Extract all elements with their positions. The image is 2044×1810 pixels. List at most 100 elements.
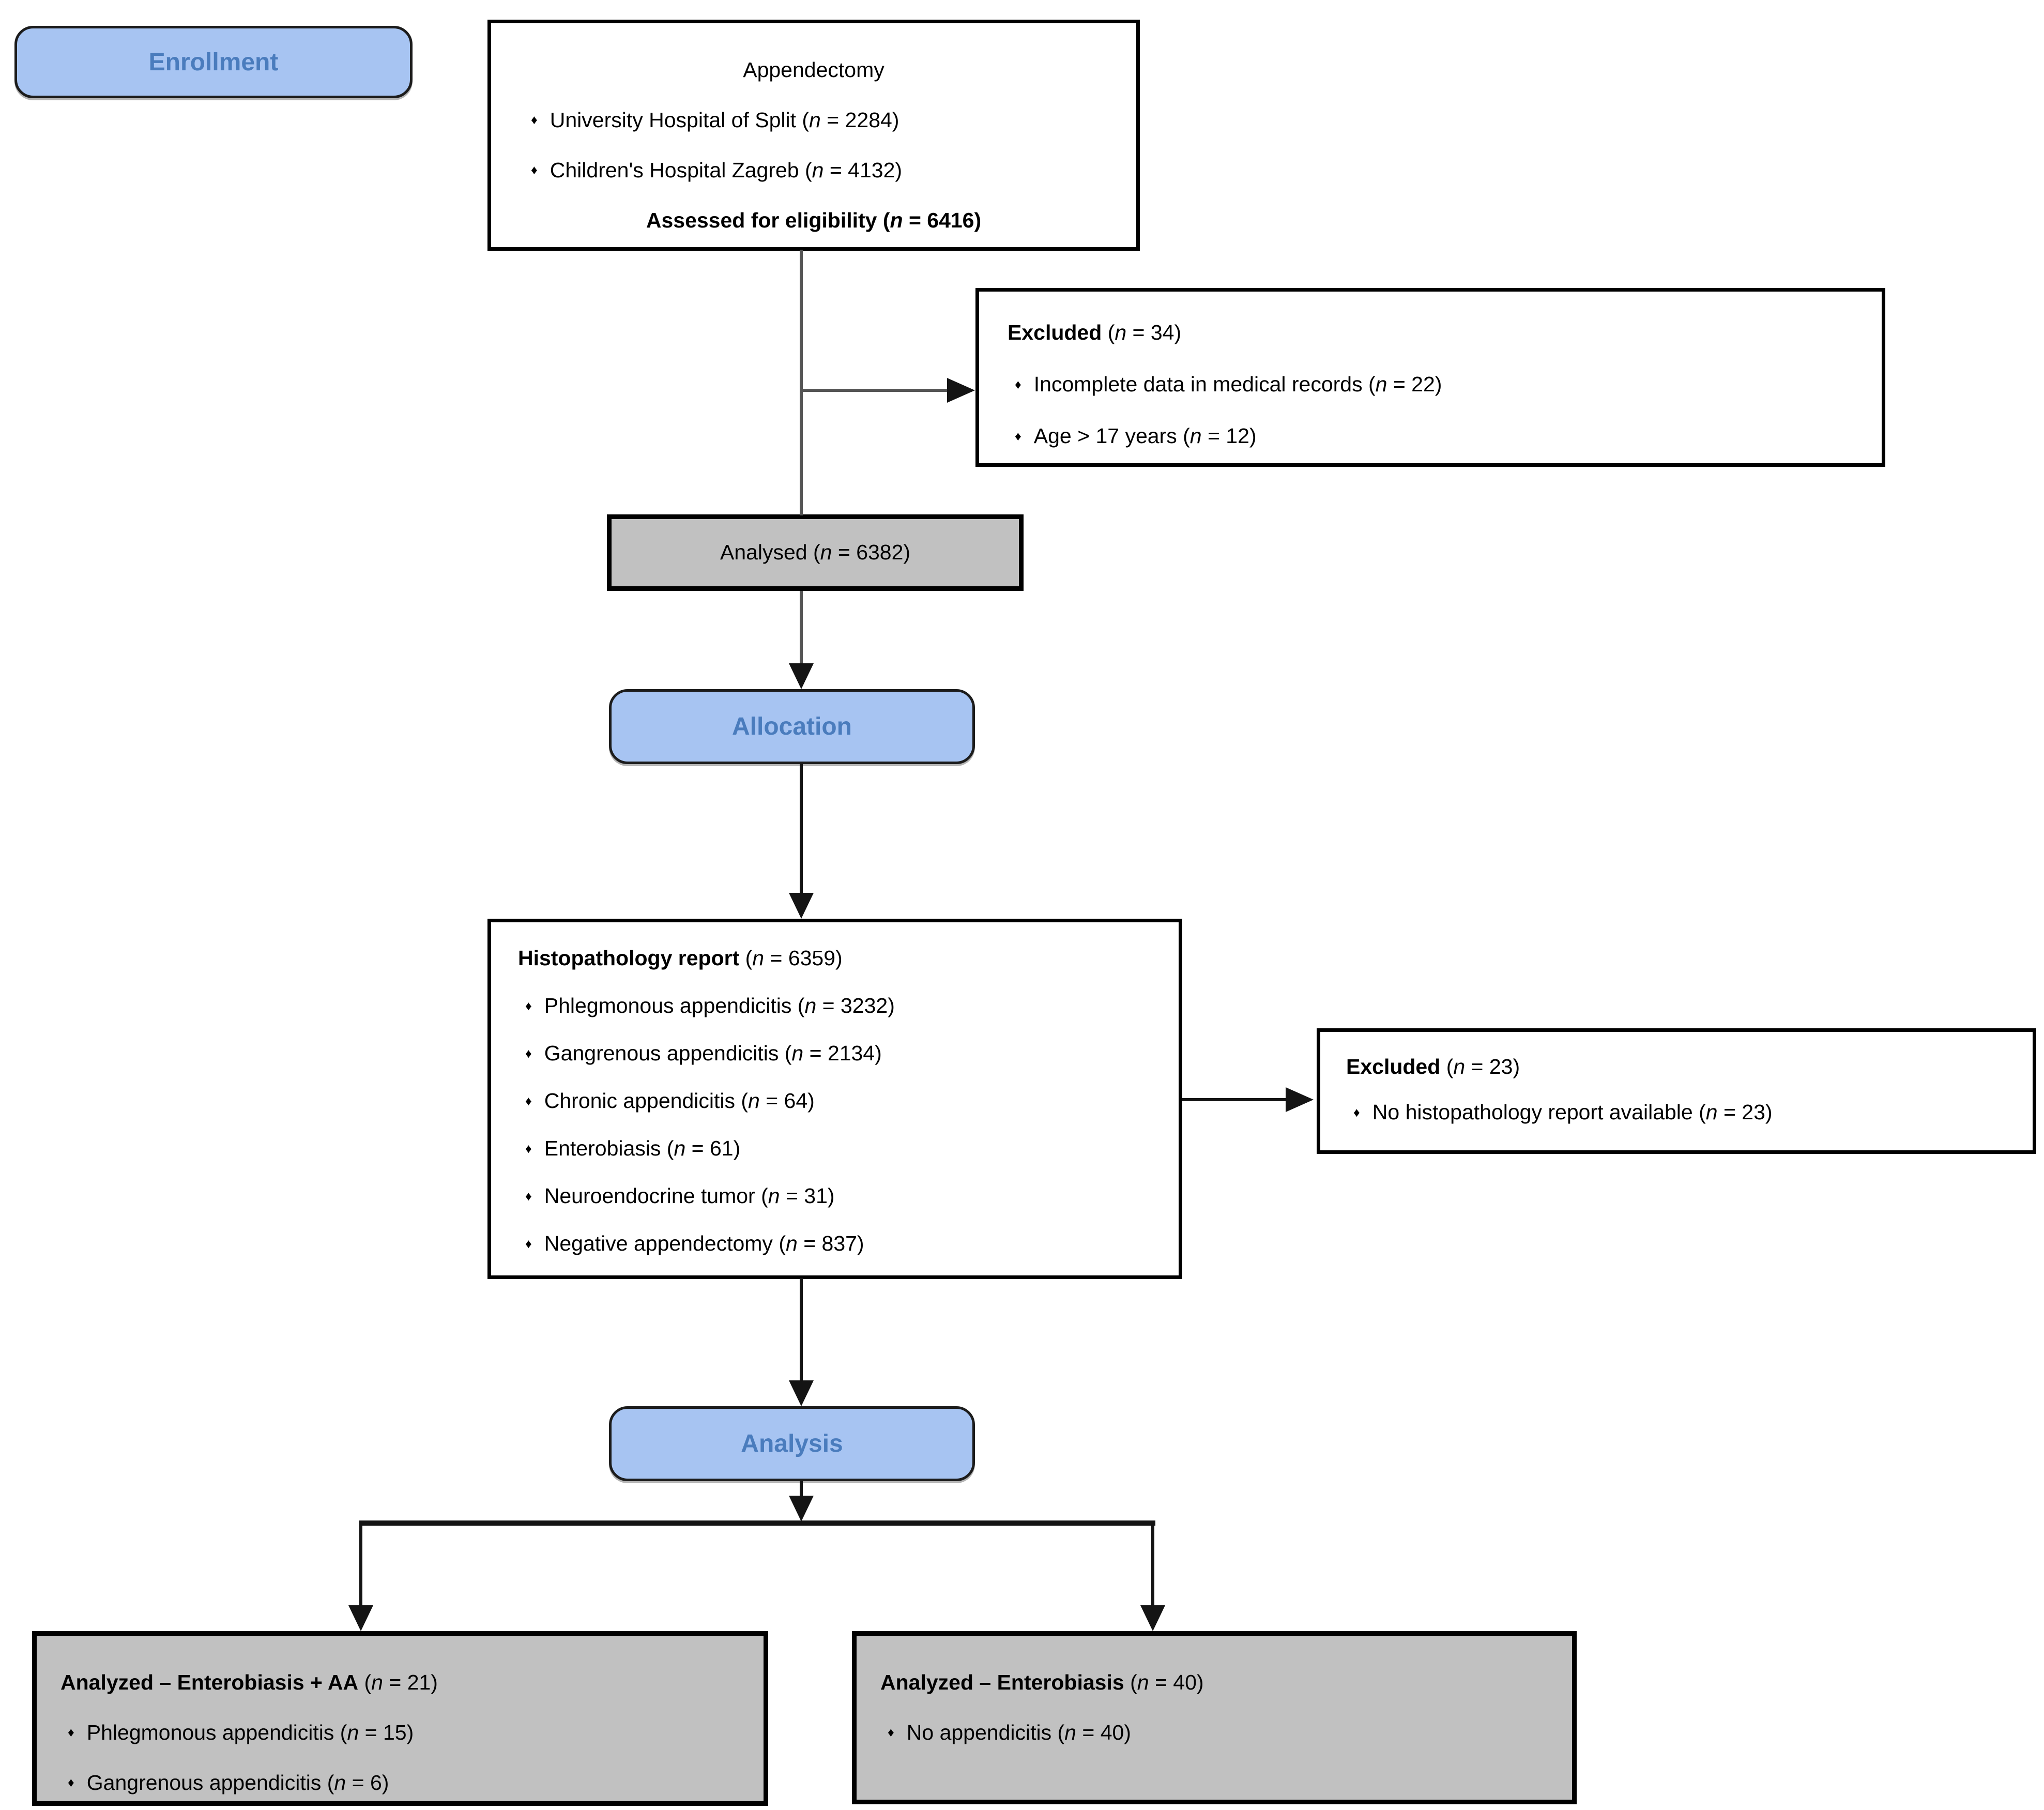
analyzed-enterobiasis-aa-box: Analyzed – Enterobiasis + AA (n = 21) ♦ … — [32, 1631, 768, 1806]
bullet-text: Gangrenous appendicitis (n = 6) — [86, 1770, 389, 1794]
box-title-bold: Analyzed – Enterobiasis — [880, 1670, 1124, 1694]
bullet-list: ♦ University Hospital of Split (n = 2284… — [504, 95, 1123, 195]
box-title-text: Appendectomy — [743, 57, 884, 82]
bullet-list: ♦ Incomplete data in medical records (n … — [1008, 359, 1871, 462]
bullet-text: University Hospital of Split (n = 2284) — [550, 108, 899, 132]
bullet-text: Negative appendectomy (n = 837) — [544, 1231, 864, 1256]
arrowhead-down-icon — [1140, 1605, 1165, 1631]
box-title-bold: Histopathology report — [518, 946, 740, 970]
arrowhead-right-icon — [1286, 1087, 1314, 1112]
analysed-box: Analysed (n = 6382) — [607, 514, 1024, 591]
arrowhead-down-icon — [789, 893, 814, 919]
analysed-label-text: Analysed (n = 6382) — [720, 540, 911, 565]
diamond-bullet-icon: ♦ — [525, 1046, 532, 1061]
diamond-bullet-icon: ♦ — [68, 1775, 74, 1790]
box-title-rest: (n = 40) — [1124, 1670, 1204, 1694]
bullet-text: Chronic appendicitis (n = 64) — [544, 1089, 815, 1113]
analysed-label: Analysed (n = 6382) — [612, 519, 1019, 586]
bullet-item: ♦ Phlegmonous appendicitis (n = 15) — [60, 1708, 756, 1758]
analyzed-enterobiasis-box: Analyzed – Enterobiasis (n = 40) ♦ No ap… — [852, 1631, 1577, 1804]
bullet-item: ♦ No histopathology report available (n … — [1346, 1090, 2025, 1135]
bullet-item: ♦ Negative appendectomy (n = 837) — [518, 1220, 1171, 1268]
diamond-bullet-icon: ♦ — [1353, 1105, 1360, 1120]
connector-split-to-analyzed-enterobiasis — [1151, 1526, 1154, 1605]
box-title-rest: (n = 21) — [358, 1670, 438, 1694]
box-title-bold: Excluded — [1008, 321, 1102, 345]
bullet-text: Age > 17 years (n = 12) — [1033, 424, 1257, 448]
connector-to-excluded-enrollment — [801, 389, 947, 392]
bullet-text: Children's Hospital Zagreb (n = 4132) — [550, 158, 903, 182]
diamond-bullet-icon: ♦ — [525, 1236, 532, 1251]
stage-enrollment-label: Enrollment — [148, 48, 279, 76]
box-title: Excluded (n = 34) — [1008, 307, 1871, 359]
arrowhead-down-icon — [789, 1496, 814, 1522]
box-title: Analyzed – Enterobiasis + AA (n = 21) — [60, 1657, 756, 1708]
stage-enrollment-pill: Enrollment — [14, 26, 413, 98]
box-title: Histopathology report (n = 6359) — [518, 935, 1171, 982]
box-title-rest: (n = 6359) — [739, 946, 843, 970]
bullet-text: Neuroendocrine tumor (n = 31) — [544, 1184, 835, 1208]
diamond-bullet-icon: ♦ — [525, 1093, 532, 1108]
assessed-footer-text: Assessed for eligibility (n = 6416) — [646, 208, 982, 232]
bullet-item: ♦ Children's Hospital Zagreb (n = 4132) — [504, 145, 1123, 195]
stage-analysis-pill: Analysis — [609, 1406, 975, 1481]
connector-analysed-to-allocation — [800, 591, 803, 667]
arrowhead-down-icon — [789, 663, 814, 689]
box-title-bold: Analyzed – Enterobiasis + AA — [60, 1670, 359, 1694]
diamond-bullet-icon: ♦ — [68, 1725, 74, 1740]
diamond-bullet-icon: ♦ — [888, 1725, 894, 1740]
arrowhead-down-icon — [348, 1605, 373, 1631]
diamond-bullet-icon: ♦ — [1015, 377, 1021, 392]
bullet-list: ♦ Phlegmonous appendicitis (n = 15) ♦ Ga… — [60, 1708, 756, 1808]
stage-allocation-pill: Allocation — [609, 689, 975, 764]
diamond-bullet-icon: ♦ — [531, 113, 538, 127]
bullet-text: No appendicitis (n = 40) — [906, 1720, 1131, 1744]
assessed-for-eligibility-box: Appendectomy ♦ University Hospital of Sp… — [487, 20, 1140, 251]
bullet-text: Incomplete data in medical records (n = … — [1033, 372, 1442, 397]
connector-histopathology-to-analysis — [800, 1278, 803, 1380]
bullet-item: ♦ University Hospital of Split (n = 2284… — [504, 95, 1123, 145]
bullet-text: Gangrenous appendicitis (n = 2134) — [544, 1041, 882, 1066]
box-title: Appendectomy — [504, 45, 1123, 95]
arrowhead-down-icon — [789, 1380, 814, 1406]
bullet-item: ♦ Incomplete data in medical records (n … — [1008, 359, 1871, 410]
assessed-footer: Assessed for eligibility (n = 6416) — [504, 195, 1123, 246]
bullet-text: Enterobiasis (n = 61) — [544, 1136, 741, 1161]
bullet-text: Phlegmonous appendicitis (n = 3232) — [544, 994, 895, 1018]
bullet-item: ♦ Chronic appendicitis (n = 64) — [518, 1077, 1171, 1125]
bullet-item: ♦ Enterobiasis (n = 61) — [518, 1125, 1171, 1173]
box-title: Analyzed – Enterobiasis (n = 40) — [880, 1657, 1564, 1708]
bullet-item: ♦ No appendicitis (n = 40) — [880, 1708, 1564, 1758]
bullet-list: ♦ No histopathology report available (n … — [1346, 1090, 2025, 1135]
arrowhead-right-icon — [947, 378, 975, 403]
box-title-rest: (n = 34) — [1102, 321, 1182, 345]
connector-to-excluded-allocation — [1182, 1098, 1286, 1101]
connector-analysis-to-split — [800, 1481, 803, 1499]
excluded-enrollment-box: Excluded (n = 34) ♦ Incomplete data in m… — [975, 288, 1885, 467]
bullet-item: ♦ Age > 17 years (n = 12) — [1008, 410, 1871, 462]
diamond-bullet-icon: ♦ — [531, 163, 538, 177]
connector-assessed-to-analysed — [800, 250, 803, 515]
bullet-list: ♦ No appendicitis (n = 40) — [880, 1708, 1564, 1758]
connector-allocation-to-histopathology — [800, 764, 803, 893]
bullet-text: No histopathology report available (n = … — [1372, 1100, 1773, 1124]
diamond-bullet-icon: ♦ — [1015, 429, 1021, 444]
bullet-list: ♦ Phlegmonous appendicitis (n = 3232) ♦ … — [518, 982, 1171, 1268]
stage-analysis-label: Analysis — [741, 1430, 843, 1457]
box-title-bold: Excluded — [1346, 1055, 1441, 1079]
box-title: Excluded (n = 23) — [1346, 1044, 2025, 1090]
excluded-allocation-box: Excluded (n = 23) ♦ No histopathology re… — [1317, 1028, 2036, 1154]
box-title-rest: (n = 23) — [1440, 1055, 1520, 1079]
bullet-text: Phlegmonous appendicitis (n = 15) — [86, 1720, 414, 1744]
stage-allocation-label: Allocation — [731, 713, 852, 740]
histopathology-report-box: Histopathology report (n = 6359) ♦ Phleg… — [487, 919, 1182, 1279]
bullet-item: ♦ Neuroendocrine tumor (n = 31) — [518, 1173, 1171, 1220]
diamond-bullet-icon: ♦ — [525, 1141, 532, 1156]
split-branch-line — [359, 1520, 1155, 1526]
bullet-item: ♦ Gangrenous appendicitis (n = 6) — [60, 1758, 756, 1808]
bullet-item: ♦ Phlegmonous appendicitis (n = 3232) — [518, 982, 1171, 1030]
diamond-bullet-icon: ♦ — [525, 1189, 532, 1204]
connector-split-to-analyzed-aa — [359, 1526, 362, 1605]
bullet-item: ♦ Gangrenous appendicitis (n = 2134) — [518, 1030, 1171, 1077]
